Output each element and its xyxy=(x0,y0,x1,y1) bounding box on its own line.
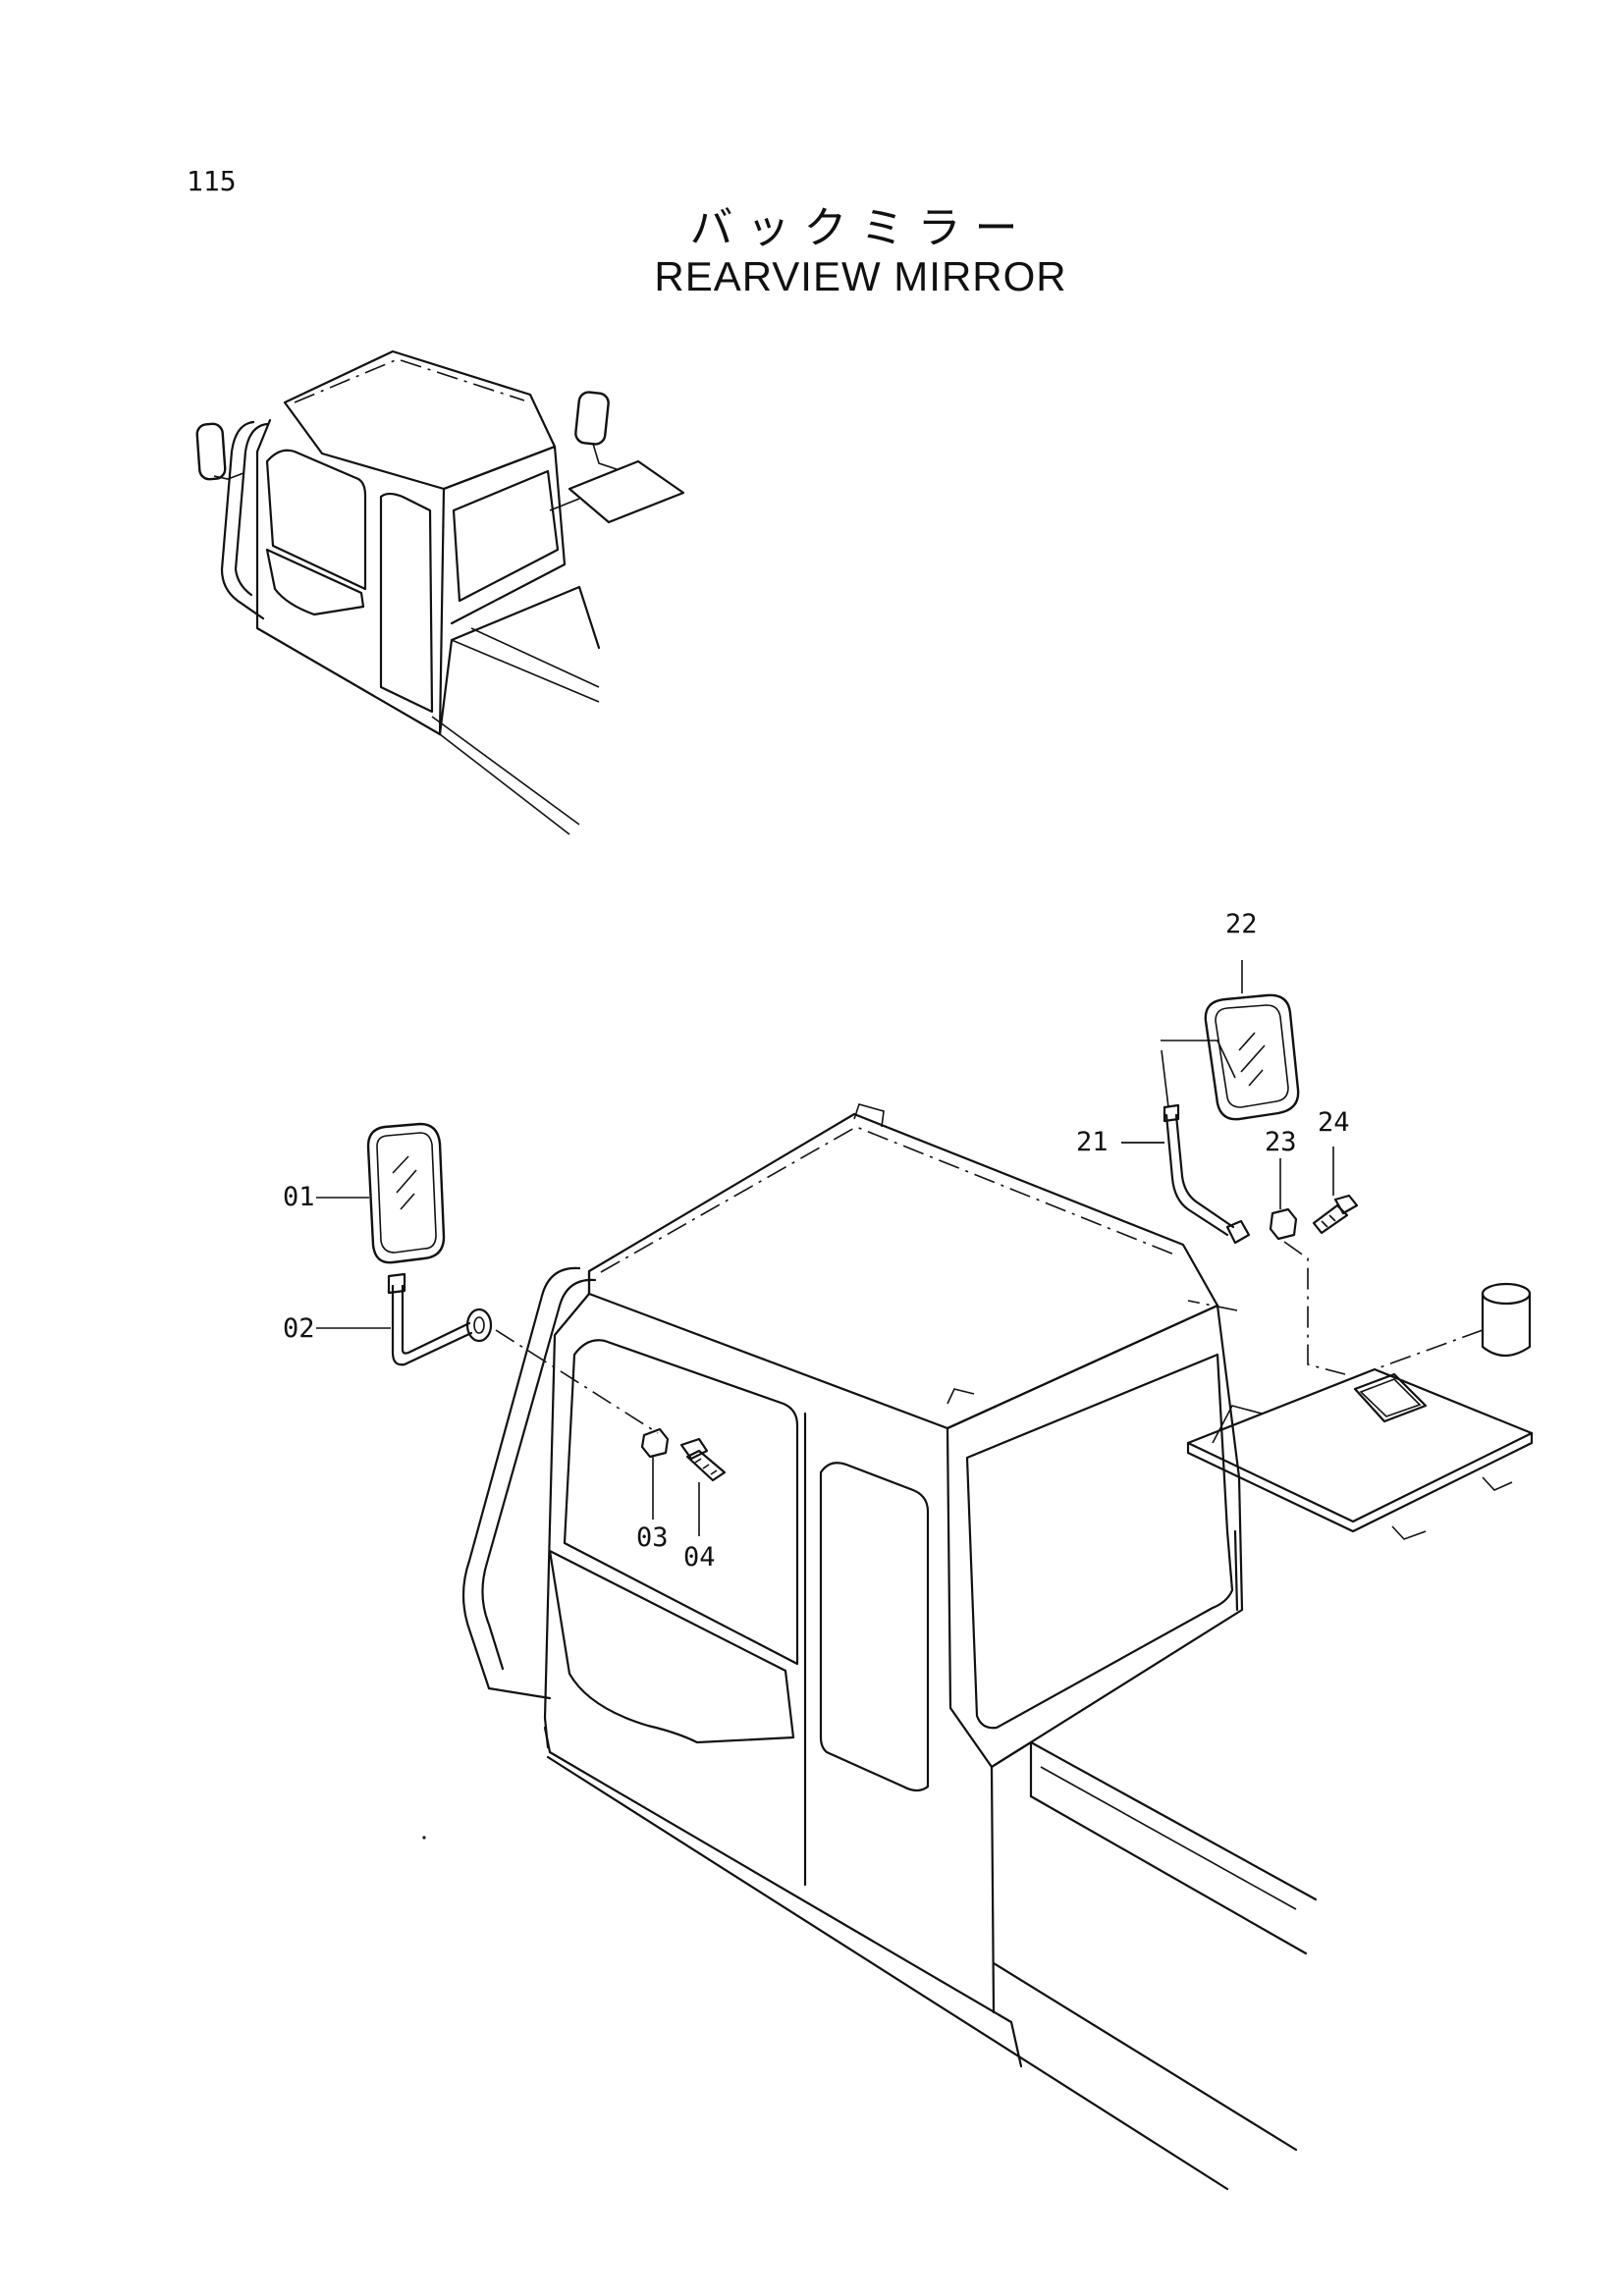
callout-22: 22 xyxy=(1225,909,1258,939)
overview-cab xyxy=(195,349,685,835)
callout-01: 01 xyxy=(283,1182,315,1212)
part-24-bolt xyxy=(1312,1147,1359,1235)
part-04-bolt xyxy=(679,1437,727,1536)
callout-04: 04 xyxy=(683,1542,716,1573)
callout-24: 24 xyxy=(1318,1107,1350,1138)
part-01-mirror xyxy=(366,1122,446,1264)
title-english: REARVIEW MIRROR xyxy=(654,253,1067,299)
part-23-nut xyxy=(1269,1158,1298,1241)
part-02-stay xyxy=(387,1272,659,1434)
page-number: 115 xyxy=(187,165,237,197)
stray-dot xyxy=(422,1836,426,1840)
callout-leaders xyxy=(316,1142,1164,1329)
right-platform xyxy=(1186,1241,1534,1540)
callout-02: 02 xyxy=(283,1313,315,1344)
part-03-nut xyxy=(640,1427,670,1520)
main-cab xyxy=(461,1103,1318,2191)
callout-03: 03 xyxy=(636,1522,669,1553)
callout-23: 23 xyxy=(1265,1127,1297,1157)
title-japanese: バックミラー xyxy=(689,203,1032,253)
callout-21: 21 xyxy=(1076,1127,1109,1157)
part-22-mirror xyxy=(1161,960,1300,1121)
